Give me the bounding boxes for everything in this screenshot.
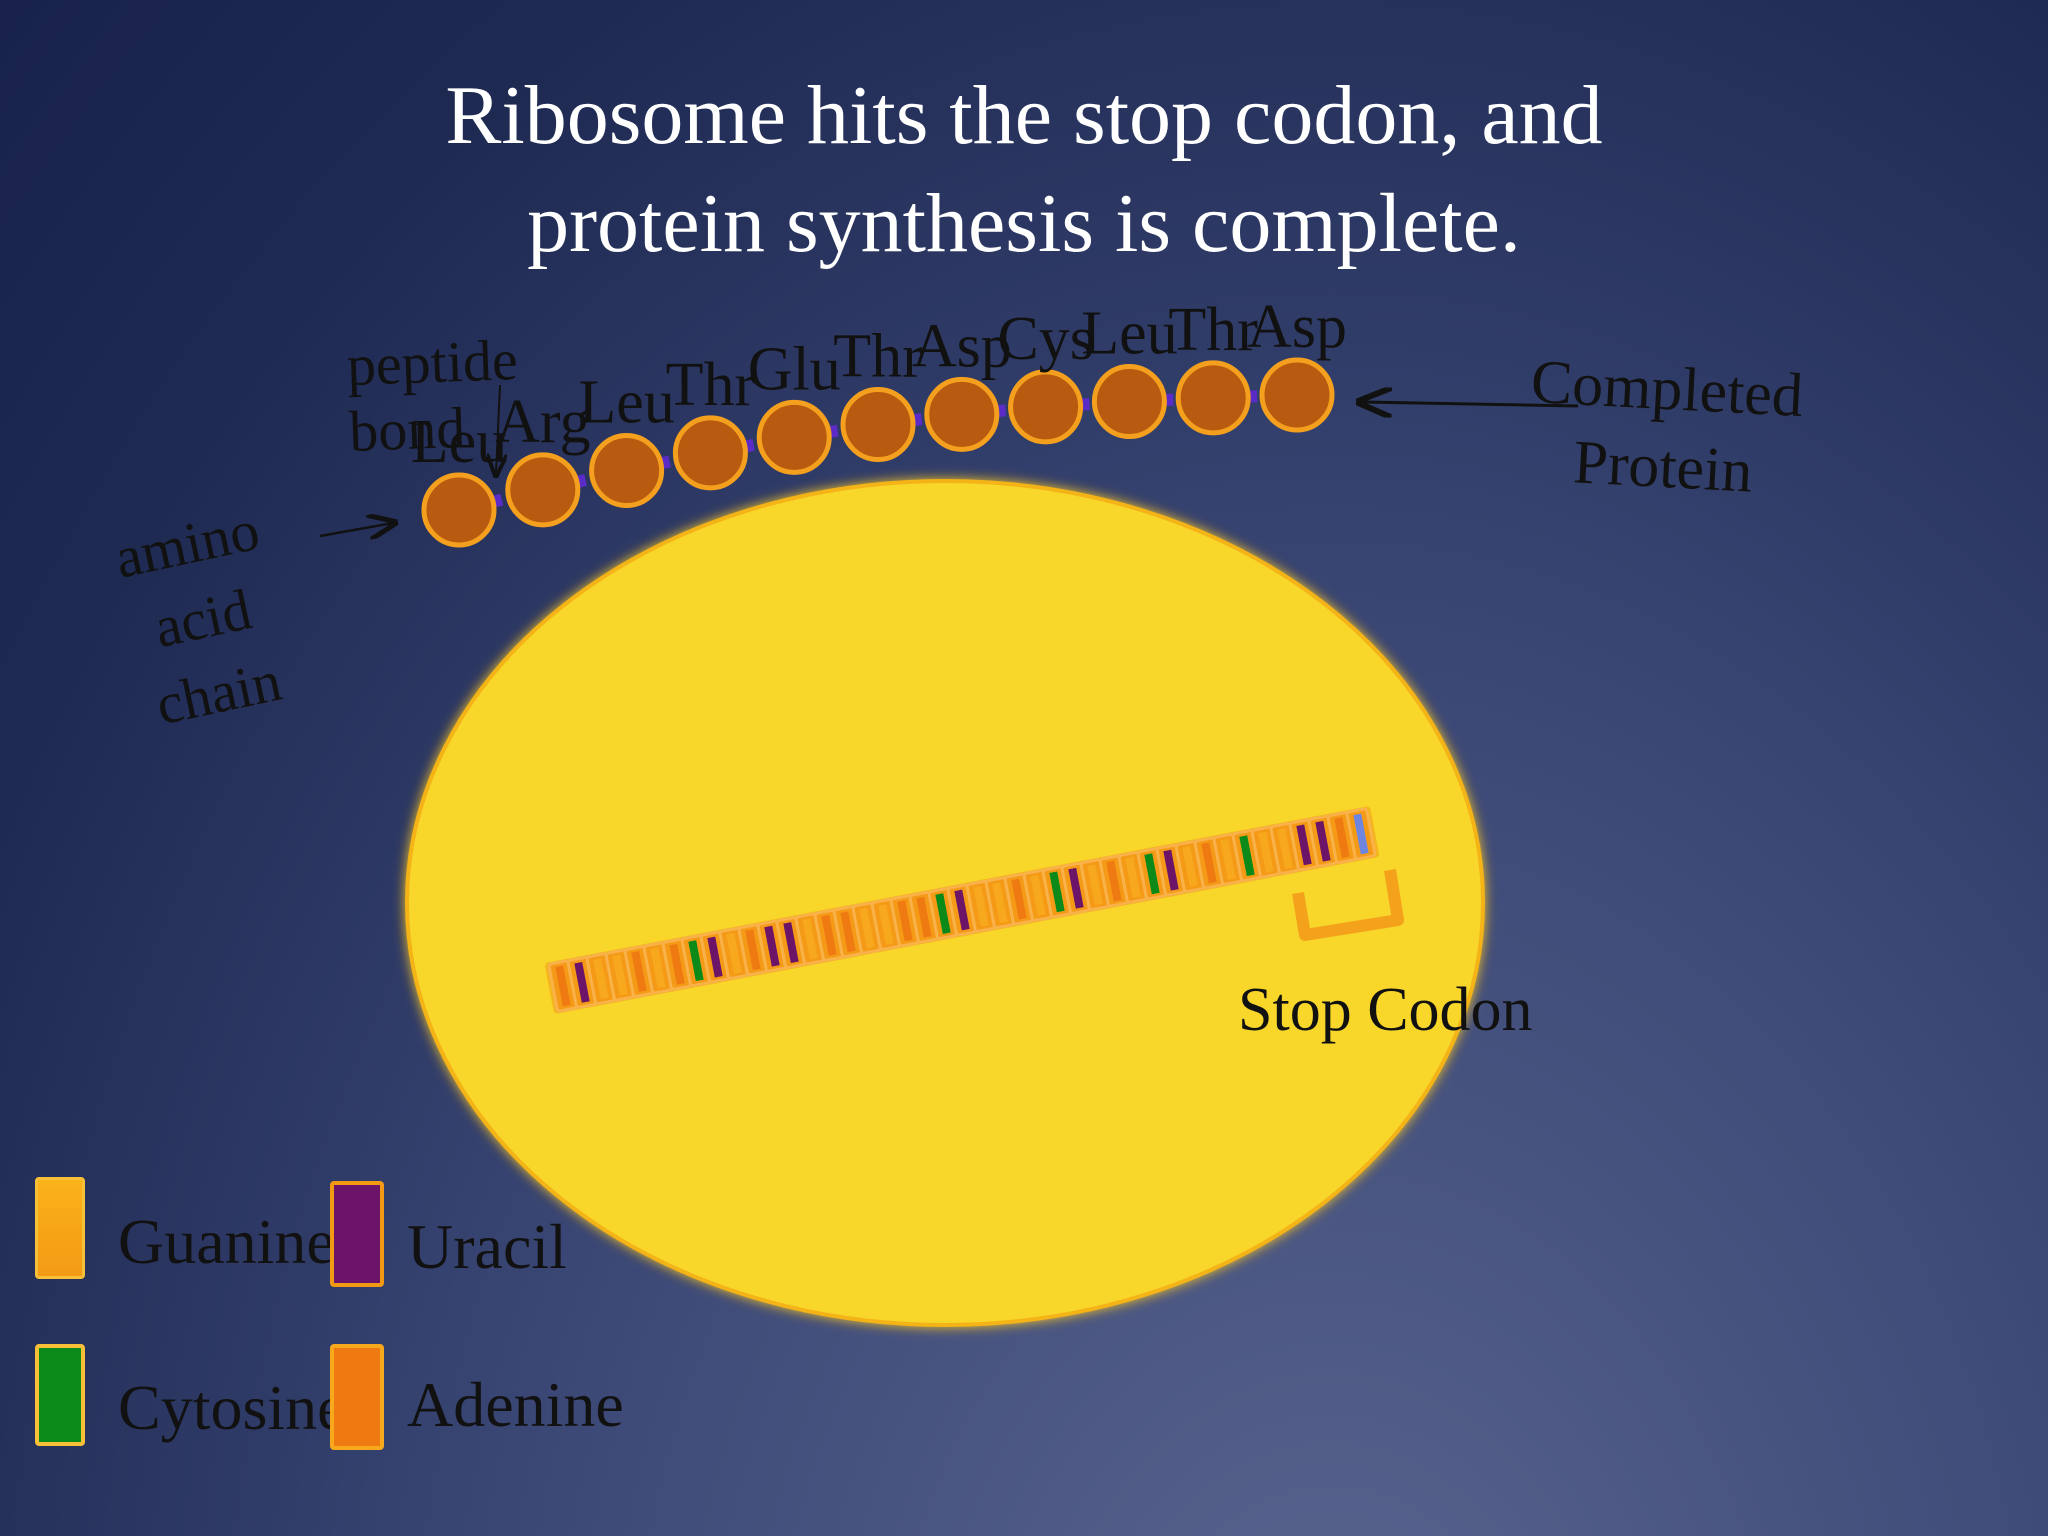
mrna-base [612, 954, 628, 996]
mrna-base [1163, 849, 1179, 891]
title-line-2: protein synthesis is complete. [527, 177, 1521, 270]
amino-acid-label: Arg [495, 388, 590, 456]
mrna-base [1353, 813, 1369, 855]
mrna-base [802, 918, 818, 960]
mrna-base [1087, 864, 1103, 906]
amino-acid-label: Thr [1168, 296, 1258, 364]
amino-acid-chain-arrow [319, 523, 393, 536]
slide-title: Ribosome hits the stop codon, and protei… [0, 62, 2048, 278]
amino-acid-bead [589, 433, 665, 509]
amino-acid-bead [756, 399, 832, 475]
legend-swatch-uracil [330, 1181, 384, 1287]
mrna-base [1296, 824, 1312, 866]
amino-acid-bead [672, 415, 748, 491]
amino-acid-label: Asp [912, 312, 1012, 380]
legend-label-cytosine: Cytosine [118, 1372, 346, 1443]
amino-acid-bead [1008, 369, 1084, 445]
mrna-base [935, 893, 951, 935]
mrna-base [954, 889, 970, 931]
mrna-base [1144, 853, 1160, 895]
mrna-base [1315, 820, 1331, 862]
mrna-base [1182, 846, 1198, 887]
amino-acid-label: Leu [578, 369, 674, 437]
peptide-bond-label-line-1: peptide [345, 327, 519, 398]
mrna-strand [545, 806, 1379, 1014]
completed-protein-label-line-1: Completed [1529, 347, 1805, 431]
title-line-1: Ribosome hits the stop codon, and [445, 69, 1603, 162]
peptide-bond-label-line-2: bond [348, 394, 467, 464]
mrna-base [1011, 878, 1027, 920]
completed-protein-label: Completed Protein [1501, 342, 1829, 515]
mrna-base [1125, 857, 1141, 898]
amino-acid-label: Thr [833, 323, 923, 391]
amino-acid-bead [1091, 364, 1167, 440]
mrna-base [1068, 867, 1084, 909]
amino-acid-label: Asp [1247, 293, 1347, 361]
mrna-base [992, 882, 1008, 924]
amino-acid-bead [924, 376, 1000, 452]
mrna-base [764, 925, 780, 967]
mrna-base [1334, 817, 1350, 859]
completed-protein-arrow [1362, 402, 1579, 406]
mrna-base [1106, 860, 1122, 902]
mrna-base [1258, 831, 1274, 873]
peptide-bond-label: peptide bond [346, 327, 521, 465]
legend-label-guanine: Guanine [118, 1206, 335, 1277]
mrna-base [1220, 838, 1236, 880]
amino-acid-label: Leu [1081, 300, 1177, 368]
amino-acid-bead [1175, 360, 1251, 436]
legend-swatch-guanine [35, 1177, 85, 1279]
mrna-base [650, 947, 666, 989]
mrna-base [726, 933, 742, 974]
amino-acid-bead [505, 452, 581, 528]
mrna-base [916, 896, 932, 938]
mrna-base [840, 911, 856, 953]
mrna-base [1049, 871, 1065, 913]
legend-swatch-adenine [330, 1344, 384, 1450]
amino-acid-label: Cys [997, 305, 1093, 373]
mrna-base [783, 922, 799, 963]
mrna-base [897, 900, 913, 942]
mrna-base [707, 936, 723, 978]
amino-acid-bead [421, 472, 497, 548]
mrna-base [631, 951, 647, 992]
peptide-bond-arrow [496, 384, 500, 474]
mrna-base [688, 940, 704, 982]
stop-codon-bracket [1292, 869, 1404, 941]
legend-swatch-cytosine [35, 1344, 85, 1446]
mrna-base [593, 958, 609, 1000]
amino-acid-bead [840, 387, 916, 462]
mrna-base [1201, 842, 1217, 884]
mrna-base [1239, 835, 1255, 877]
amino-acid-bead [1259, 357, 1335, 433]
mrna-base [574, 961, 590, 1003]
legend-label-uracil: Uracil [407, 1211, 567, 1282]
mrna-base [821, 914, 837, 956]
mrna-base [859, 907, 875, 949]
amino-acid-label: Glu [748, 335, 841, 403]
legend-label-adenine: Adenine [407, 1369, 624, 1440]
mrna-base [669, 943, 685, 985]
mrna-base [878, 904, 894, 945]
mrna-base [745, 929, 761, 971]
mrna-base [555, 965, 571, 1007]
amino-acid-label: Thr [666, 351, 756, 419]
mrna-base [973, 885, 989, 927]
mrna-base [1030, 875, 1046, 916]
stop-codon-label: Stop Codon [1238, 976, 1533, 1044]
mrna-base [1277, 828, 1293, 869]
